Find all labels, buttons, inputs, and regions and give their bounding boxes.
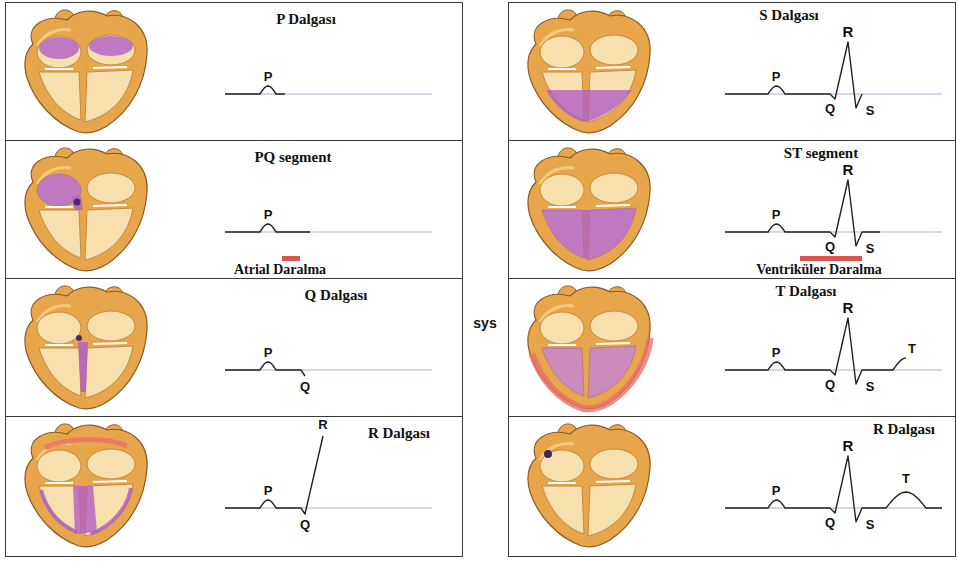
wave-letter: S	[866, 242, 875, 256]
wave-letter: Q	[825, 378, 835, 392]
ecg-trace	[725, 42, 862, 108]
ecg-trace	[725, 318, 906, 384]
atria-repolarization	[45, 439, 127, 448]
heart-drawing	[528, 286, 650, 409]
heart-r-wave	[25, 424, 147, 547]
ecg-trace	[225, 362, 305, 376]
wave-letter: R	[843, 24, 854, 41]
separator-label: sys	[473, 316, 496, 331]
septum-depolarization	[73, 486, 97, 534]
ecg-panel: PQ segmentAtrial Daralma	[5, 140, 463, 279]
panel-title: PQ segment	[254, 149, 331, 166]
ecg-panel: ST segmentVentriküler Daralma	[508, 140, 956, 279]
heart-drawing	[25, 148, 147, 271]
wave-letter: T	[902, 472, 910, 486]
wave-letter: Q	[825, 240, 835, 254]
heart-drawing	[528, 424, 650, 547]
wave-letter: P	[264, 484, 273, 498]
panel-title: R Dalgası	[873, 421, 935, 438]
phase-caption: Atrial Daralma	[234, 262, 326, 277]
wave-letter: P	[264, 346, 273, 360]
atria-depolarization	[39, 37, 79, 59]
repolarization-band	[532, 338, 650, 409]
panel-title: ST segment	[784, 145, 858, 162]
wave-letter: R	[318, 418, 327, 432]
ecg-trace	[725, 456, 942, 522]
wave-letter: S	[866, 518, 875, 532]
heart-rest	[528, 424, 650, 547]
wave-letter: R	[843, 162, 854, 179]
contraction-bar	[800, 256, 862, 261]
contraction-bar	[282, 256, 300, 261]
wave-letter: P	[772, 484, 781, 498]
wave-letter: S	[866, 380, 875, 394]
av-node	[74, 199, 81, 206]
wave-letter: P	[772, 70, 781, 84]
heart-drawing	[528, 148, 650, 271]
heart-s-wave	[528, 10, 650, 133]
atrium-depolarization	[37, 174, 81, 206]
heart-p-wave	[25, 10, 147, 133]
purkinje-left	[91, 488, 131, 534]
sa-node	[544, 450, 552, 458]
ventricle-depolarized	[588, 208, 636, 260]
heart-t-wave	[528, 286, 650, 409]
wave-letter: T	[908, 342, 916, 356]
ecg-trace	[225, 224, 310, 232]
ecg-panel: T Dalgası	[508, 278, 956, 417]
ecg-traces	[225, 42, 942, 522]
heart-drawing	[528, 10, 650, 133]
heart-drawing	[25, 424, 147, 547]
panel-title: P Dalgası	[276, 11, 336, 28]
ecg-trace	[725, 180, 880, 246]
wave-letter: Q	[825, 102, 835, 116]
panel-title: T Dalgası	[776, 283, 837, 300]
wave-letter: P	[772, 346, 781, 360]
atria-depolarization	[89, 36, 133, 56]
wave-letter: R	[843, 438, 854, 455]
ecg-panel: Q Dalgası	[5, 278, 463, 417]
ventricle-depolarization	[546, 90, 632, 122]
ecg-panel: P Dalgası	[5, 2, 463, 141]
heart-q-wave	[25, 286, 147, 409]
purkinje-right	[41, 490, 77, 532]
phase-caption: Ventriküler Daralma	[756, 262, 882, 277]
wave-letter: Q	[300, 518, 310, 532]
heart-drawing	[25, 286, 147, 409]
heart-pq-segment	[25, 148, 147, 271]
ventricle-depolarized	[542, 210, 584, 258]
ecg-panel: R Dalgası	[508, 416, 956, 557]
wave-letter: P	[264, 208, 273, 222]
wave-letter: Q	[300, 380, 310, 394]
panel-title: R Dalgası	[368, 425, 430, 442]
wave-letter: R	[843, 300, 854, 317]
ecg-panel: S Dalgası	[508, 2, 956, 141]
panel-title: Q Dalgası	[305, 287, 368, 304]
ecg-panel: R Dalgası	[5, 416, 463, 557]
septum-depolarized	[582, 210, 590, 260]
septum-depolarization	[78, 342, 88, 392]
panel-title: S Dalgası	[759, 7, 819, 24]
av-node	[76, 335, 82, 341]
wave-letter: P	[772, 208, 781, 222]
wave-letter: S	[866, 104, 875, 118]
wave-letter: P	[264, 70, 273, 84]
ecg-trace	[225, 436, 323, 514]
av-conduction	[71, 196, 83, 210]
wave-letter: Q	[825, 516, 835, 530]
ecg-trace	[225, 86, 285, 94]
heart-st-segment	[528, 148, 650, 271]
heart-drawing	[25, 10, 147, 133]
